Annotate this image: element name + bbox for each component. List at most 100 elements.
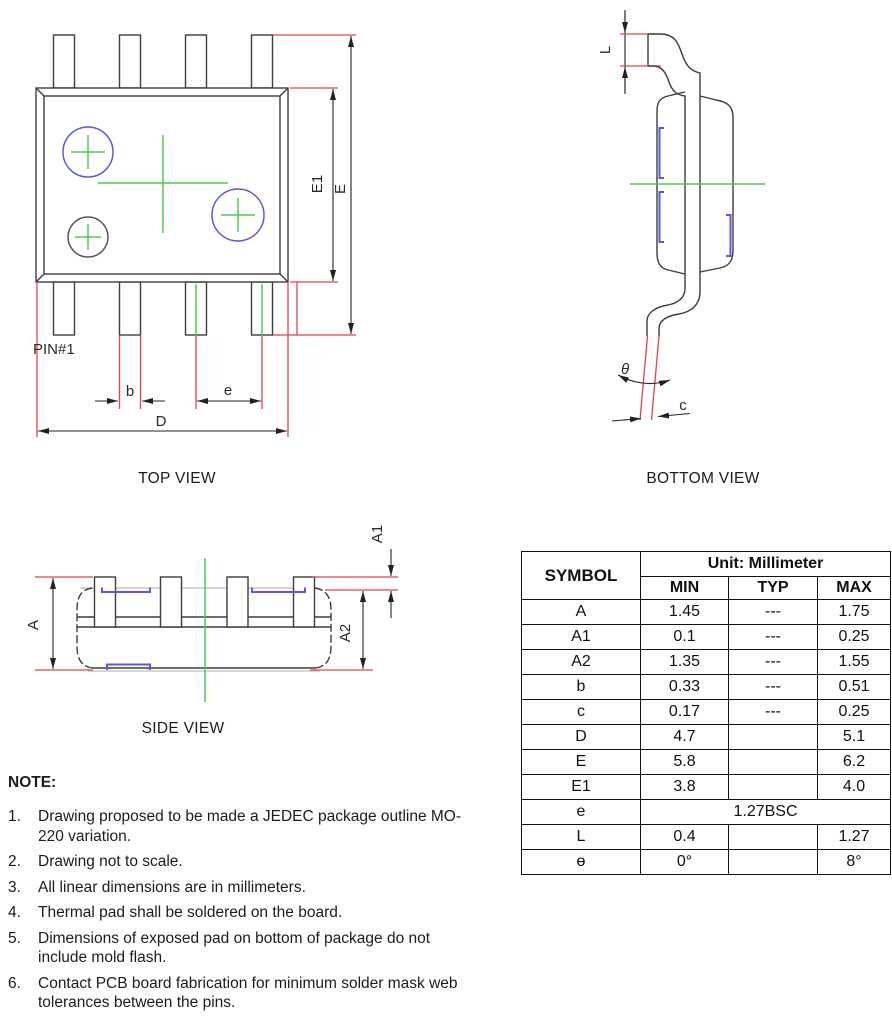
top-pads (101, 587, 306, 670)
note-item-number: 3. (8, 878, 21, 896)
note-item: 4. Thermal pad shall be soldered on the b… (8, 903, 470, 923)
note-item-text: Dimensions of exposed pad on bottom of p… (38, 929, 431, 967)
dim-label-L: L (597, 46, 614, 54)
max-cell: 8° (816, 849, 892, 875)
max-cell: 1.27 (816, 824, 892, 850)
note-item: 2. Drawing not to scale. (8, 852, 470, 872)
symbol-cell: A2 (521, 649, 641, 675)
body-surfaces (80, 587, 320, 672)
min-cell: 5.8 (640, 749, 729, 775)
lead-profile (646, 33, 701, 336)
top-view-drawing: E E1 b e D PIN#1 TOP VIEW (33, 34, 356, 487)
col-header-typ: TYP (728, 576, 818, 600)
typ-cell: --- (728, 674, 818, 700)
max-cell: 0.25 (816, 624, 892, 650)
symbol-cell: b (521, 674, 641, 700)
note-item-number: 2. (8, 853, 21, 870)
dim-e: e (195, 336, 263, 409)
min-cell: 0.33 (640, 674, 729, 700)
notes-title: NOTE: (8, 774, 57, 791)
typ-cell: --- (728, 649, 818, 675)
min-cell: 0.17 (640, 699, 729, 725)
package-pins-bottom (52, 281, 274, 336)
typ-cell (728, 724, 818, 750)
min-cell: 0.4 (640, 824, 729, 850)
pin-centerlines (195, 284, 263, 336)
lead-tip-extension (639, 335, 660, 421)
dim-label-A1: A1 (369, 525, 386, 543)
dim-c: c (611, 397, 691, 423)
package-pins-top (52, 34, 274, 89)
note-item-text: Drawing not to scale. (38, 853, 183, 870)
symbol-header: SYMBOL (521, 551, 641, 600)
min-cell: 1.45 (640, 599, 729, 625)
min-cell: 1.35 (640, 649, 729, 675)
dim-b: b (95, 335, 165, 409)
dim-label-c: c (679, 397, 687, 414)
unit-header: Unit: Millimeter (639, 551, 892, 577)
symbol-cell: E1 (521, 774, 641, 800)
center-crosshair (98, 135, 228, 233)
top-view-caption: TOP VIEW (138, 470, 216, 487)
dim-E: E (273, 34, 356, 336)
max-cell: 0.51 (816, 674, 892, 700)
min-cell: 0.1 (640, 624, 729, 650)
package-body-outline (35, 87, 289, 283)
symbol-cell: L (521, 824, 641, 850)
max-cell: 4.0 (816, 774, 892, 800)
note-item-text: Drawing proposed to be made a JEDEC pack… (38, 808, 462, 845)
min-cell: 3.8 (640, 774, 729, 800)
bottom-view-caption: BOTTOM VIEW (646, 470, 759, 487)
pin1-label: PIN#1 (33, 341, 75, 358)
body-profile (656, 91, 734, 275)
dim-label-D: D (156, 413, 167, 430)
notes-section: NOTE: 1.Drawing proposed to be made a JE… (8, 774, 470, 1017)
fiducial-circle-1 (62, 126, 114, 178)
dim-label-E1: E1 (309, 175, 326, 193)
col-header-max: MAX (816, 576, 892, 600)
dim-L: L (597, 10, 661, 94)
max-cell: 1.75 (816, 599, 892, 625)
symbol-cell: ɵ (521, 849, 641, 875)
fiducial-circle-2 (211, 188, 265, 242)
note-item: 5.Dimensions of exposed pad on bottom of… (8, 929, 470, 968)
symbol-cell: e (521, 799, 641, 825)
lead-cross-sections (93, 576, 316, 628)
note-item-text: Contact PCB board fabrication for minimu… (38, 974, 458, 1012)
side-view-caption: SIDE VIEW (142, 720, 225, 737)
typ-cell: --- (728, 699, 818, 725)
symbol-cell: A1 (521, 624, 641, 650)
typ-cell (728, 774, 818, 800)
side-pads (658, 127, 732, 257)
typ-cell (728, 824, 818, 850)
dim-label-A: A (25, 620, 42, 630)
note-item-text: Thermal pad shall be soldered on the boa… (38, 904, 343, 921)
span-cell: 1.27BSC (639, 799, 892, 825)
dim-D: D (36, 282, 289, 437)
side-view-drawing: A A1 A2 SIDE VIEW (25, 525, 398, 737)
dim-label-E: E (332, 184, 349, 194)
max-cell: 5.1 (816, 724, 892, 750)
dim-A1: A1 (312, 525, 398, 618)
col-header-min: MIN (640, 576, 729, 600)
symbol-cell: A (521, 599, 641, 625)
dim-E1: E1 (290, 87, 338, 283)
max-cell: 6.2 (816, 749, 892, 775)
dim-label-e: e (224, 382, 232, 399)
max-cell: 0.25 (816, 699, 892, 725)
dim-label-b: b (126, 383, 134, 400)
note-item: 1.Drawing proposed to be made a JEDEC pa… (8, 807, 470, 846)
fiducial-circle-3 (67, 216, 109, 258)
note-item-number: 4. (8, 904, 21, 921)
